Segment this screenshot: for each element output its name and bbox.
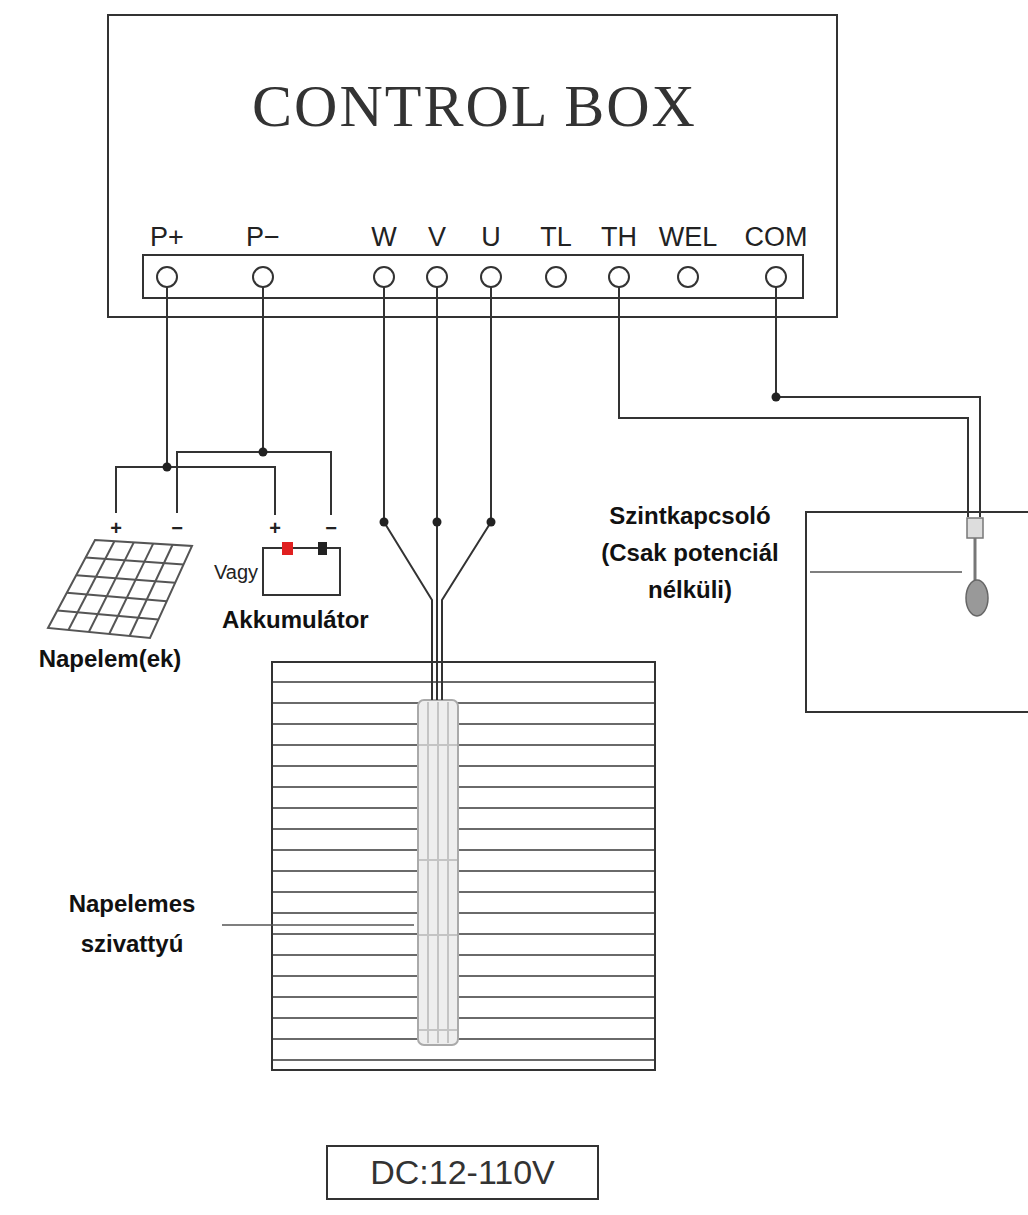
node-text: Napelemes szivattyú bbox=[32, 884, 232, 964]
polarity-sign: + bbox=[269, 517, 281, 540]
junction-dot bbox=[163, 463, 172, 472]
node-text: CONTROL BOX bbox=[109, 72, 840, 141]
terminal-strip bbox=[143, 255, 803, 298]
junction-dot bbox=[433, 518, 442, 527]
switch-tank bbox=[806, 512, 1028, 712]
pump-leader bbox=[222, 924, 414, 926]
voltage-box: DC:12-110V bbox=[326, 1145, 599, 1200]
wire bbox=[116, 287, 263, 513]
junction-dot bbox=[259, 448, 268, 457]
float-sensor bbox=[966, 518, 988, 616]
note-label: Vagy bbox=[214, 561, 258, 584]
junction-dot bbox=[380, 518, 389, 527]
node-text: DC:12-110V bbox=[328, 1147, 597, 1198]
wire bbox=[619, 287, 980, 517]
polarity-sign: − bbox=[325, 517, 337, 540]
pump-body bbox=[418, 700, 458, 1045]
level-switch: Szintkapcsoló (Csak potenciál nélküli) bbox=[570, 485, 1028, 712]
pump-well: Napelemes szivattyú bbox=[272, 662, 655, 1070]
control-box: CONTROL BOX bbox=[107, 14, 838, 318]
polarity-sign: + bbox=[110, 517, 122, 540]
node-text: Szintkapcsoló (Csak potenciál nélküli) bbox=[575, 497, 805, 608]
well bbox=[272, 662, 655, 1070]
solar-panel bbox=[48, 540, 192, 638]
node-text: Akkumulátor bbox=[222, 606, 430, 634]
wire bbox=[384, 287, 491, 700]
terminal-label: W bbox=[371, 222, 396, 253]
terminal-label: WEL bbox=[659, 222, 718, 253]
terminal-label: U bbox=[481, 222, 501, 253]
terminal-circles bbox=[157, 267, 786, 287]
terminal-label: TL bbox=[540, 222, 572, 253]
polarity-sign: − bbox=[171, 517, 183, 540]
node-text: Napelem(ek) bbox=[10, 645, 210, 673]
terminal-label: V bbox=[428, 222, 446, 253]
switch-leader bbox=[810, 571, 962, 573]
terminal-label: P+ bbox=[150, 222, 184, 253]
junction-dot bbox=[772, 393, 781, 402]
battery-symbol bbox=[263, 542, 340, 595]
terminal-label: P− bbox=[246, 222, 280, 253]
junction-dot bbox=[487, 518, 496, 527]
battery-node: Akkumulátor bbox=[200, 540, 430, 640]
wire bbox=[167, 287, 331, 515]
terminal-label: COM bbox=[745, 222, 808, 253]
terminal-label: TH bbox=[601, 222, 637, 253]
